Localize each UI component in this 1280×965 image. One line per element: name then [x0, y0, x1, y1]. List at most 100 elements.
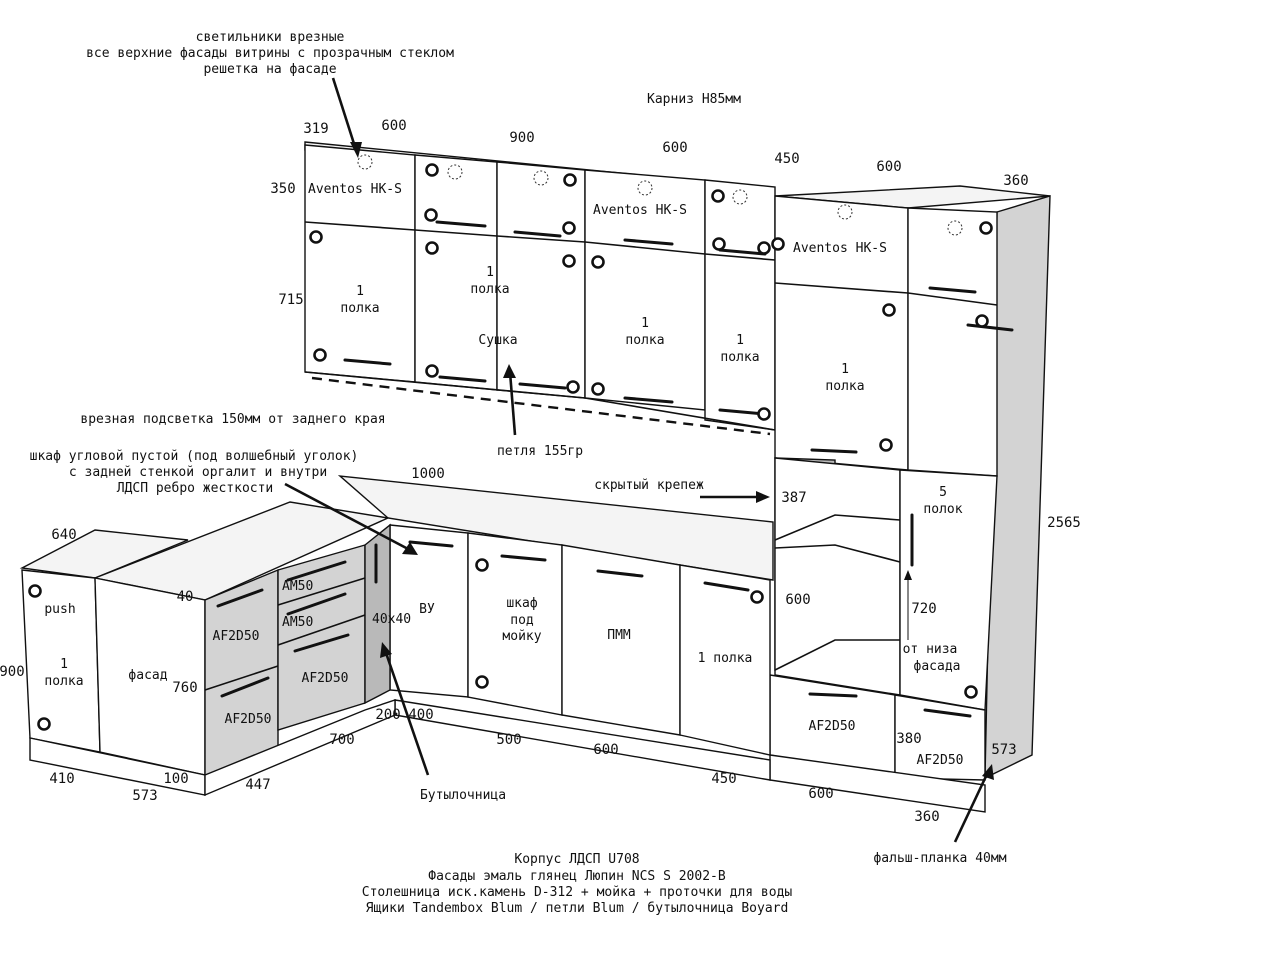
from-bottom-label: от низа [903, 642, 958, 657]
dim-label: 450 [774, 151, 799, 167]
dim-label: 600 [593, 742, 618, 758]
drawer-label: AF2D50 [213, 629, 260, 644]
dim-label: 2565 [1047, 515, 1081, 531]
handle-icon [518, 382, 567, 390]
shelf-num: 1 [60, 657, 68, 672]
annotation-arrows [284, 77, 994, 843]
arrow-head-icon [756, 491, 770, 503]
upper-cab-5 [704, 179, 776, 431]
shelf-num: 1 [641, 316, 649, 331]
hinge-icon [424, 208, 438, 222]
hinge-icon [771, 237, 785, 251]
hinge-icon [425, 163, 439, 177]
dim-label: 450 [711, 771, 736, 787]
lower-cab-shelf [679, 564, 771, 756]
dim-label: 360 [1003, 173, 1028, 189]
facade-label: фасад [128, 668, 167, 683]
dim-label: 760 [172, 680, 197, 696]
handle-icon [286, 592, 347, 616]
dim-label: 720 [911, 601, 936, 617]
hinge-icon [563, 173, 577, 187]
notes: светильники врезные все верхние фасады в… [30, 30, 1007, 916]
hinge-icon [879, 438, 893, 452]
hinge-icon [475, 558, 489, 572]
hinge-icon [711, 189, 725, 203]
handle-icon [438, 375, 487, 383]
handle-icon [923, 708, 972, 718]
dim-label: 600 [876, 159, 901, 175]
handle-icon [408, 540, 454, 548]
upper-cab-2 [414, 154, 498, 391]
push-label: push [44, 602, 75, 617]
niche-shelf-1 [774, 514, 901, 541]
dim-label: 640 [51, 527, 76, 543]
handle-icon [966, 323, 1014, 332]
lamp-icon [732, 189, 748, 205]
lamp-icon [357, 154, 373, 170]
hinge-icon [712, 237, 726, 251]
hinge-icon [882, 303, 896, 317]
arrow-corner [284, 482, 411, 552]
dim-label: 200 [375, 707, 400, 723]
handle-icon [718, 248, 767, 256]
hinge-icon [309, 230, 323, 244]
dim-label: 900 [0, 664, 25, 680]
note-corner-2: с задней стенкой оргалит и внутри [69, 465, 327, 480]
footer-line-3: Столешница иск.камень D-312 + мойка + пр… [362, 885, 793, 900]
arrow-head-icon [503, 364, 516, 378]
hinge-icon [979, 221, 993, 235]
lift-label-3: Aventos HK-S [793, 241, 887, 256]
dim-label: 40 [177, 589, 194, 605]
hinge-icon [566, 380, 580, 394]
hinge-icon [313, 348, 327, 362]
dim-label: 900 [509, 130, 534, 146]
shelf-num: 1 [736, 333, 744, 348]
lift-label-2: Aventos HK-S [593, 203, 687, 218]
handle-icon [808, 692, 858, 698]
hinge-icon [591, 255, 605, 269]
tall-column: Aventos HK-S 1 полка 5 полок от низа фас… [769, 185, 1051, 813]
handle-icon [293, 633, 350, 653]
dim-label: 600 [662, 140, 687, 156]
am50-label: АМ50 [282, 615, 313, 630]
tall-lift-line-2 [907, 292, 998, 306]
dimensions: 319 600 900 600 450 600 360 350 715 2565… [0, 118, 1081, 825]
shelf-num: 1 [356, 284, 364, 299]
handle-icon [810, 448, 858, 454]
arrow-bottle [383, 649, 430, 776]
lower-run: ВУ шкаф под мойку ПММ 1 полка [337, 475, 774, 781]
tall-lift-line [774, 282, 909, 294]
shelf-word: полка [340, 301, 379, 316]
note-corner-3: ЛДСП ребро жесткости [117, 481, 274, 496]
note-hidden-mount: скрытый крепеж [594, 478, 704, 493]
peninsula-plinth [204, 699, 396, 797]
handle-icon [928, 286, 977, 294]
handle-icon [596, 569, 644, 578]
drawer-label: AF2D50 [917, 753, 964, 768]
arrow-hinge [508, 371, 517, 436]
dim-label: 410 [49, 771, 74, 787]
handle-icon [513, 230, 562, 238]
note-hinge: петля 155гр [497, 444, 583, 459]
hinge-icon [425, 241, 439, 255]
handle-icon [500, 554, 547, 562]
drawer-stack-a [204, 568, 279, 776]
hinge-icon [964, 685, 978, 699]
hinge-icon [37, 717, 51, 731]
lamp-icon [837, 204, 853, 220]
dim-label: 447 [245, 777, 270, 793]
shelf-num: 1 [486, 265, 494, 280]
note-grid: решетка на фасаде [203, 62, 336, 77]
footer-line-4: Ящики Tandembox Blum / петли Blum / буты… [366, 901, 789, 916]
sink-label-3: мойку [502, 629, 541, 644]
note-lamps: светильники врезные [196, 30, 345, 45]
upper-cabinets: Aventos HK-S Aventos HK-S 1 полка 1 полк… [304, 141, 776, 436]
hinge-icon [425, 364, 439, 378]
vu-label: ВУ [419, 602, 435, 617]
tall-upper-left [774, 195, 909, 471]
hinge-icon [750, 590, 764, 604]
upper-cab-3 [496, 161, 586, 399]
size-40x40-label: 40х40 [372, 612, 411, 627]
dim-label: 500 [496, 732, 521, 748]
